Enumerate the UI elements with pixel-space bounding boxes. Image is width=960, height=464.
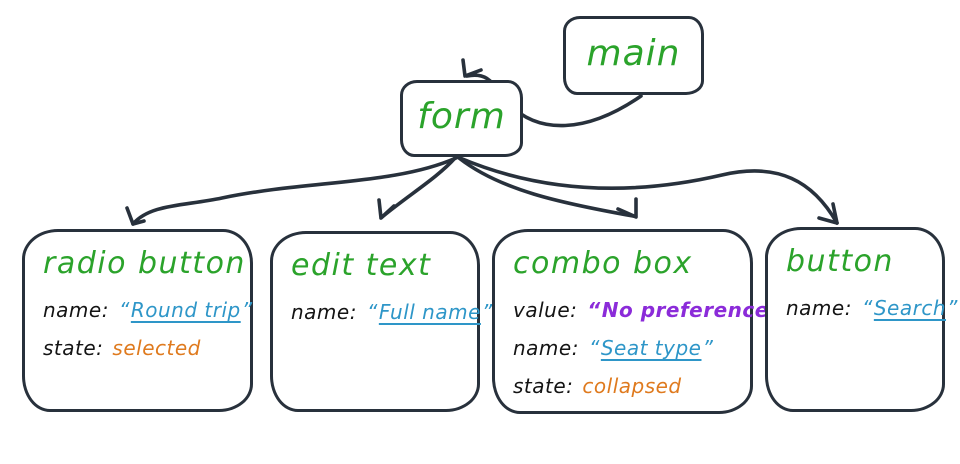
node-button-title: button (786, 244, 894, 279)
combo-box-value-row: value:“No preference” (513, 298, 783, 322)
edge-form-button (458, 156, 839, 225)
edit-text-name-row: name:“Full name” (291, 300, 493, 324)
node-form-label: form (417, 96, 506, 137)
prop-value: Full name (378, 300, 481, 324)
arrowhead-form (461, 58, 483, 78)
edge-form-radio-button (125, 156, 458, 226)
node-radio-button-title: radio button (43, 246, 246, 281)
node-edit-text: edit text name:“Full name” (270, 231, 493, 412)
prop-value: Search (873, 296, 946, 320)
node-button: button name:“Search” (765, 227, 958, 412)
prop-value: No preference (601, 298, 769, 322)
prop-key: name: (43, 298, 109, 322)
combo-box-state-row: state: collapsed (513, 372, 734, 400)
prop-key: name: (513, 336, 579, 360)
node-main: main (563, 16, 704, 95)
radio-button-state-row: state: selected (43, 334, 234, 362)
arrowhead-button (817, 202, 839, 225)
prop-value: Round trip (130, 298, 241, 322)
arrowhead-combo-box (616, 197, 638, 219)
node-combo-box-title: combo box (513, 246, 693, 281)
prop-key: name: (786, 296, 852, 320)
node-main-label: main (586, 33, 681, 74)
node-combo-box: combo box value:“No preference” name:“Se… (492, 229, 783, 414)
node-form: form (400, 80, 523, 157)
combo-box-name-row: name:“Seat type” (513, 336, 714, 360)
prop-key: state: (513, 374, 574, 398)
prop-key: value: (513, 298, 578, 322)
prop-value: collapsed (582, 374, 682, 398)
radio-button-name-row: name:“Round trip” (43, 298, 253, 322)
edge-form-combo-box (457, 156, 638, 219)
node-edit-text-title: edit text (291, 248, 432, 283)
arrowhead-edit-text (377, 198, 396, 220)
prop-value: selected (112, 336, 201, 360)
node-radio-button: radio button name:“Round trip” state: sel… (22, 229, 253, 412)
prop-value: Seat type (600, 336, 702, 360)
arrowhead-radio-button (125, 206, 146, 226)
button-name-row: name:“Search” (786, 296, 958, 320)
prop-key: name: (291, 300, 357, 324)
prop-key: state: (43, 336, 104, 360)
edge-form-edit-text (377, 156, 457, 220)
